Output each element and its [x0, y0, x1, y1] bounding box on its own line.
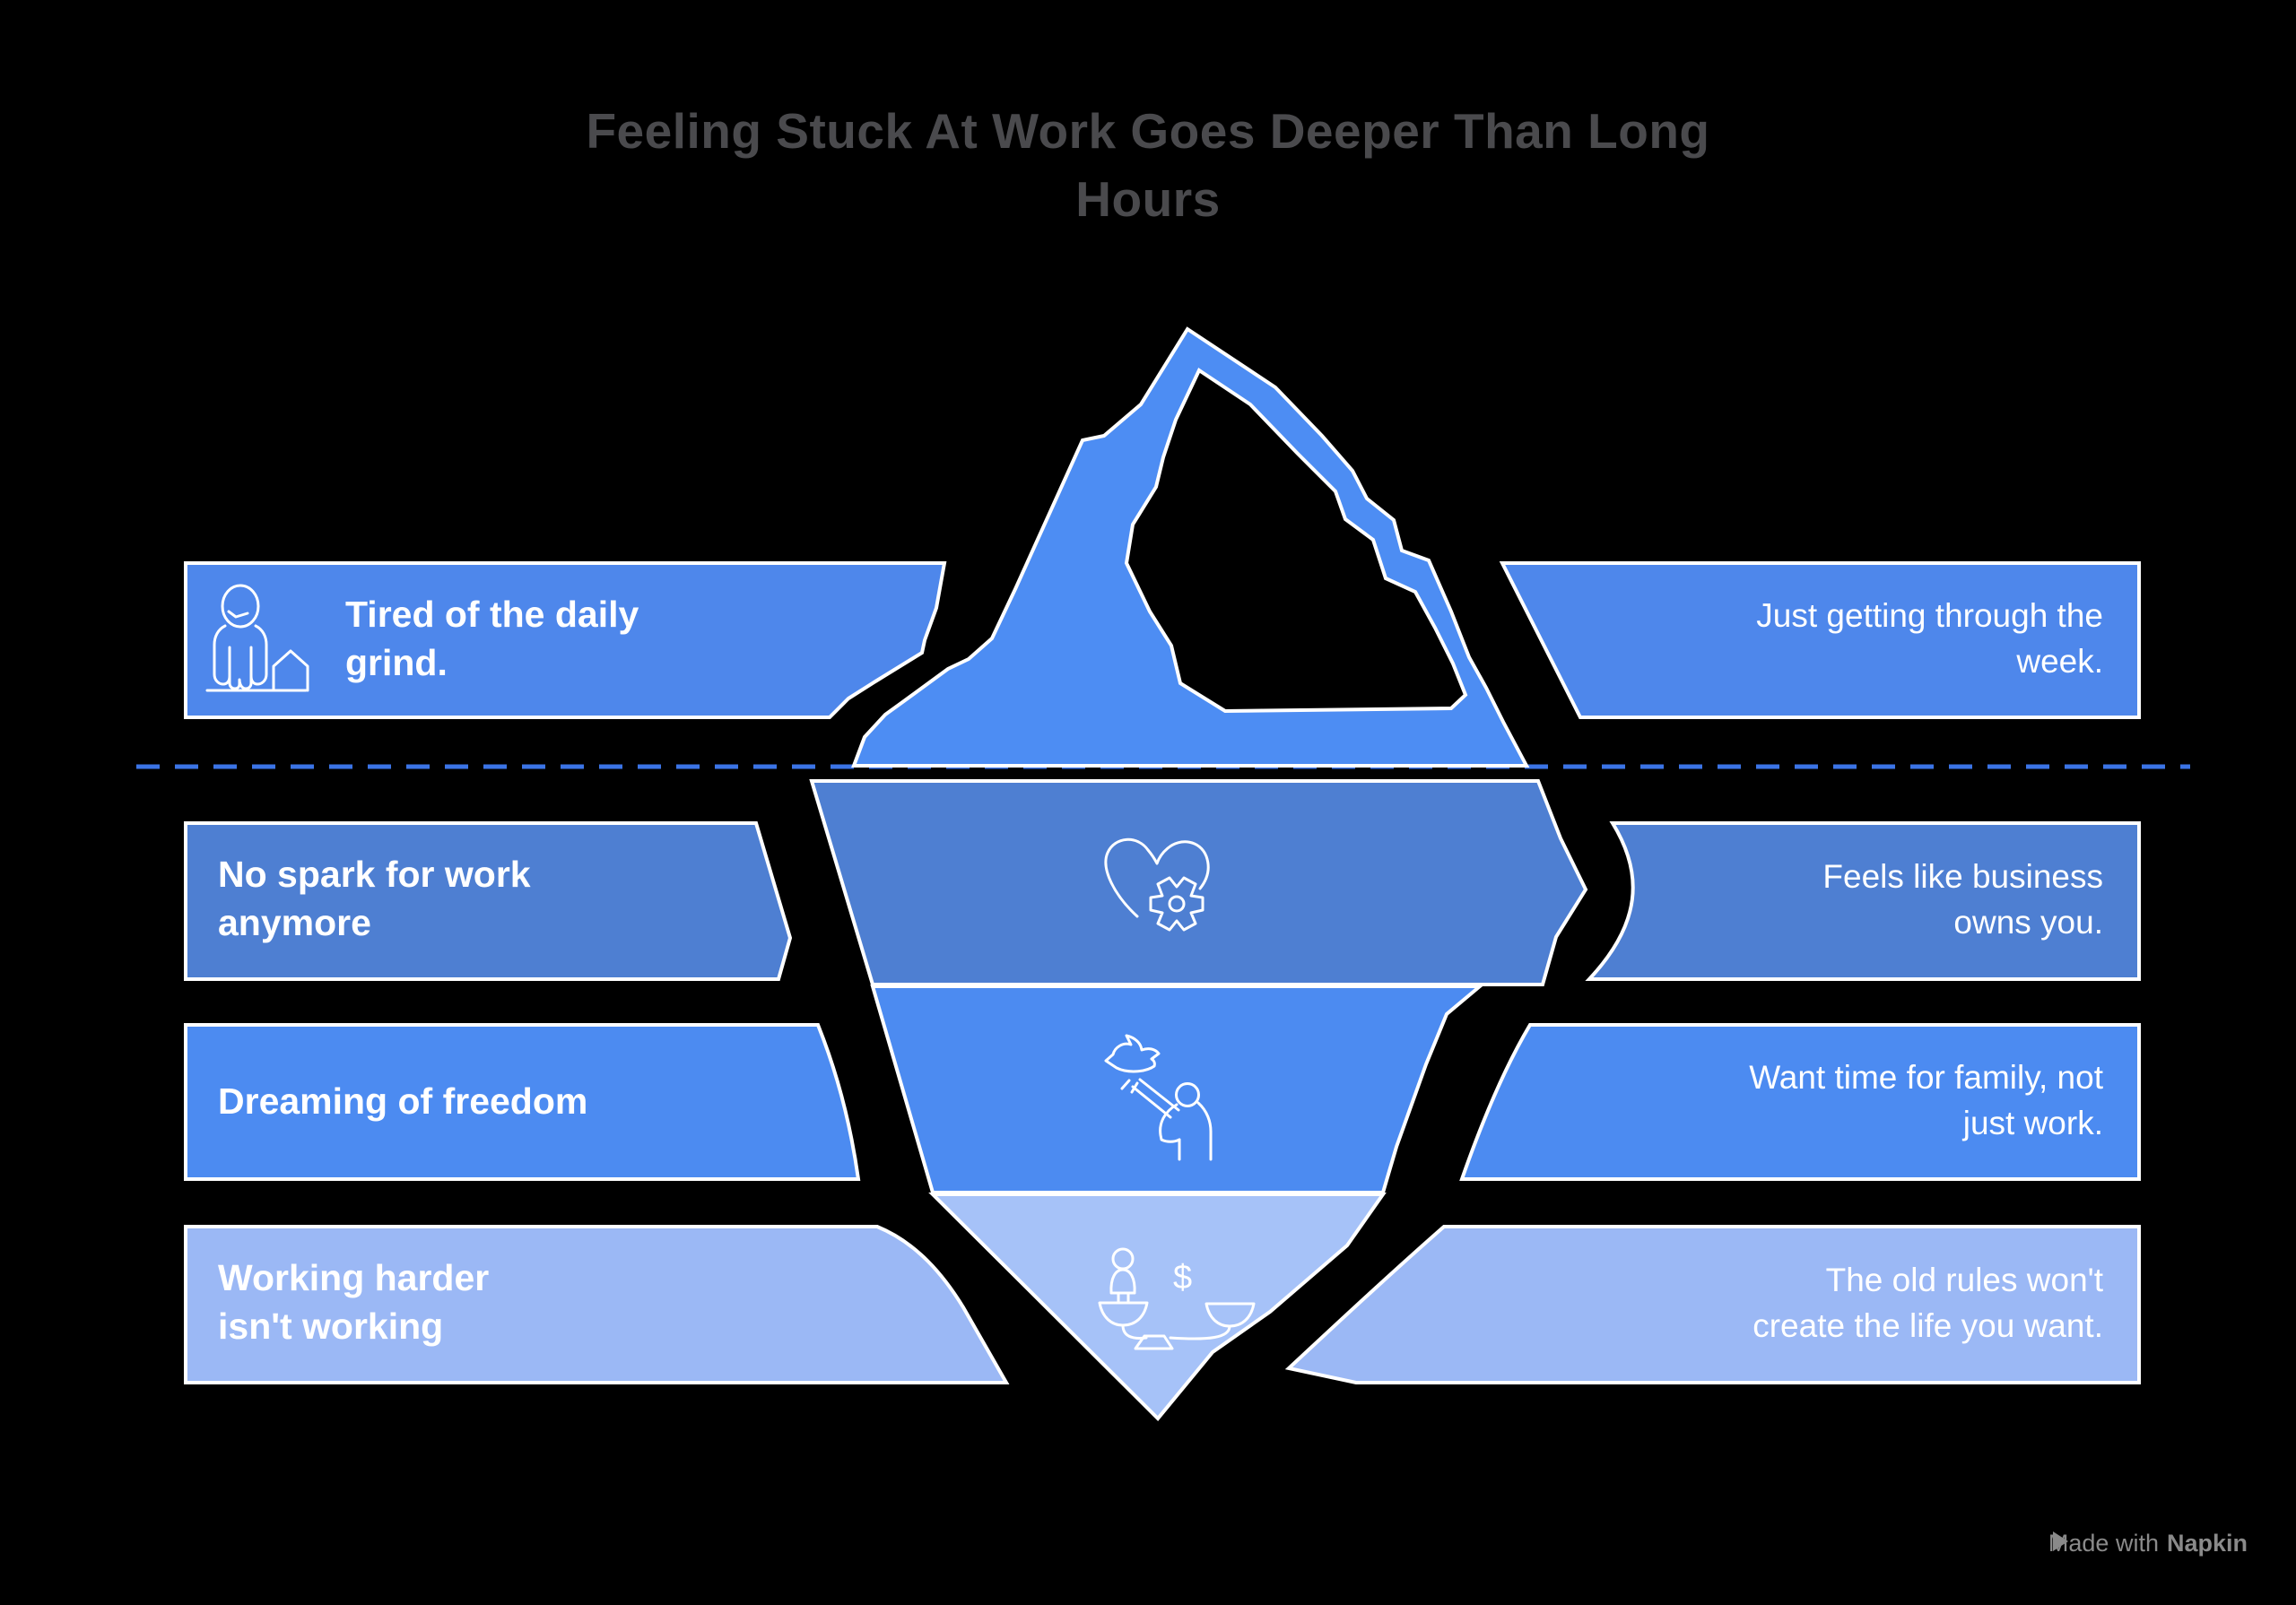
banner-right-4-line1: The old rules won't	[1825, 1262, 2103, 1298]
banner-right-3	[1459, 1023, 2141, 1181]
banner-left-2-label: No spark for work anymore	[218, 850, 531, 947]
napkin-logo-icon	[2052, 1531, 2068, 1551]
banner-right-1	[1499, 561, 2141, 719]
heart-gear-icon	[1104, 837, 1210, 932]
iceberg-layer-1	[809, 779, 1588, 986]
banner-right-1-line2: week.	[2016, 643, 2103, 680]
banner-left-2-line1: No spark for work	[218, 854, 531, 895]
tired-person-with-house-icon	[205, 584, 309, 692]
banner-left-3-label: Dreaming of freedom	[218, 1077, 587, 1125]
banner-left-4	[184, 1225, 1010, 1384]
banner-right-2	[1585, 821, 2141, 981]
banner-left-3-line1: Dreaming of freedom	[218, 1080, 588, 1122]
banner-left-1	[184, 561, 947, 719]
iceberg-notch	[1124, 368, 1468, 714]
banner-right-4	[1284, 1225, 2141, 1384]
banner-right-3-label: Want time for family, not just work.	[1749, 1054, 2103, 1146]
banner-left-2	[184, 821, 793, 981]
banner-right-2-line1: Feels like business	[1822, 858, 2103, 895]
banner-left-4-label: Working harder isn't working	[218, 1254, 489, 1350]
banner-right-4-line2: create the life you want.	[1752, 1307, 2103, 1344]
banner-left-1-label: Tired of the daily grind.	[345, 590, 639, 687]
banner-left-2-line2: anymore	[218, 902, 371, 943]
banner-right-1-label: Just getting through the week.	[1756, 593, 2103, 684]
page-title-line2: Hours	[1075, 171, 1221, 227]
banner-left-4-line2: isn't working	[218, 1306, 444, 1347]
watermark-brand: Napkin	[2166, 1530, 2248, 1557]
watermark-prefix: Made with	[2048, 1530, 2159, 1557]
page-title: Feeling Stuck At Work Goes Deeper Than L…	[0, 97, 2296, 233]
banner-right-3-line2: just work.	[1962, 1105, 2103, 1141]
banner-left-1-line1: Tired of the daily	[345, 594, 639, 635]
balance-person-money-icon: $	[1098, 1247, 1256, 1350]
banner-right-4-label: The old rules won't create the life you …	[1752, 1257, 2103, 1349]
banner-left-4-line1: Working harder	[218, 1257, 490, 1298]
banner-right-2-label: Feels like business owns you.	[1822, 854, 2103, 945]
dove-release-icon	[1104, 1034, 1213, 1161]
made-with-napkin-watermark: Made with Napkin	[2048, 1530, 2248, 1557]
banner-left-3	[184, 1023, 861, 1181]
dollar-sign-glyph: $	[1173, 1259, 1192, 1297]
banner-right-2-line2: owns you.	[1953, 904, 2103, 941]
page-title-line1: Feeling Stuck At Work Goes Deeper Than L…	[586, 103, 1710, 159]
banner-right-1-line1: Just getting through the	[1756, 597, 2103, 634]
iceberg-tip	[928, 1193, 1387, 1421]
banner-left-1-line2: grind.	[345, 642, 448, 683]
banner-right-3-line1: Want time for family, not	[1749, 1059, 2103, 1096]
